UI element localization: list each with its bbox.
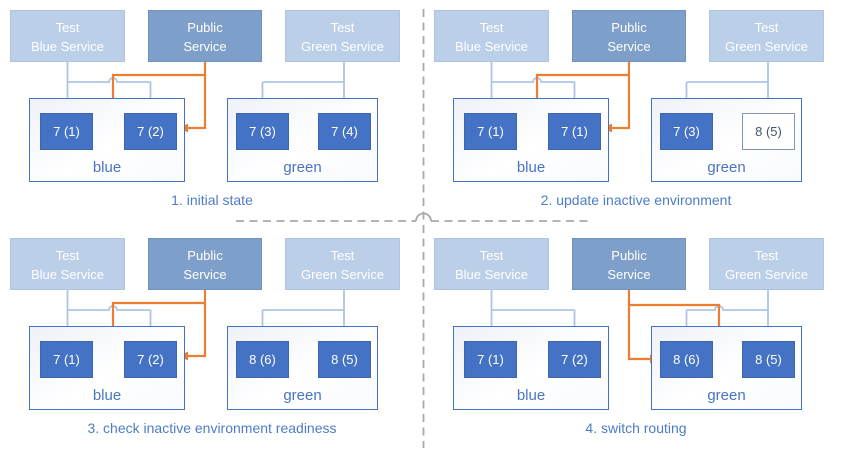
pod-blue-1: 7 (1) [464,113,517,150]
service-box-public: Public Service [572,238,686,290]
service-box-test-green: Test Green Service [709,238,824,290]
environment-label: green [283,159,322,176]
pod-blue-2: 7 (2) [124,113,177,150]
pod-blue-1: 7 (1) [464,341,517,378]
service-label-line: Service [183,267,227,282]
environment-label: blue [516,159,546,176]
service-box-public: Public Service [148,238,262,290]
panel-check-inactive-environment-readiness: Test Blue Service Public Service Test Gr… [0,228,424,456]
service-label-line: Public [187,20,223,35]
pod-green-1: 7 (3) [236,113,289,150]
service-label-line: Test [479,20,504,35]
service-label-line: Test [754,248,779,263]
pod-blue-2: 7 (1) [548,113,601,150]
service-label-line: Test [754,20,779,35]
service-box-test-blue: Test Blue Service [434,10,549,62]
environment-label: green [707,387,746,404]
service-label-line: Blue Service [31,39,104,54]
service-label-line: Public [611,248,647,263]
pod-green-2: 7 (4) [318,113,371,150]
service-label-line: Public [187,248,223,263]
service-label-line: Green Service [300,267,385,282]
panel-caption: 4. switch routing [585,420,687,436]
environment-label: green [283,387,322,404]
service-box-test-green: Test Green Service [285,238,400,290]
service-box-test-blue: Test Blue Service [10,238,125,290]
panel-switch-routing: Test Blue Service Public Service Test Gr… [424,228,848,456]
pod-green-2: 8 (5) [742,341,795,378]
service-box-test-green: Test Green Service [285,10,400,62]
environment-label: blue [516,387,546,404]
service-label-line: Service [183,39,227,54]
service-label-line: Green Service [724,39,809,54]
service-label-line: Blue Service [455,39,528,54]
service-label-line: Service [607,39,651,54]
service-label-line: Test [55,248,80,263]
service-label-line: Green Service [724,267,809,282]
pod-green-2: 8 (5) [318,341,371,378]
service-label-line: Service [607,267,651,282]
panel-update-inactive-environment: Test Blue Service Public Service Test Gr… [424,0,848,228]
pod-green-1: 8 (6) [236,341,289,378]
pod-blue-1: 7 (1) [40,113,93,150]
pod-blue-1: 7 (1) [40,341,93,378]
service-label-line: Test [55,20,80,35]
service-box-public: Public Service [148,10,262,62]
service-label-line: Green Service [300,39,385,54]
service-box-public: Public Service [572,10,686,62]
pod-green-1: 8 (6) [660,341,713,378]
service-label-line: Test [330,248,355,263]
service-label-line: Blue Service [31,267,104,282]
pod-green-1: 7 (3) [660,113,713,150]
service-box-test-green: Test Green Service [709,10,824,62]
pod-blue-2: 7 (2) [548,341,601,378]
environment-label: blue [92,159,122,176]
pod-green-2-creating: 8 (5) [742,113,795,150]
panel-caption: 1. initial state [171,192,253,208]
panel-initial-state: Test Blue Service Public Service Test Gr… [0,0,424,228]
service-label-line: Blue Service [455,267,528,282]
environment-label: blue [92,387,122,404]
panel-caption: 2. update inactive environment [540,192,732,208]
pod-blue-2: 7 (2) [124,341,177,378]
environment-label: green [707,159,746,176]
panel-caption: 3. check inactive environment readiness [87,420,337,436]
service-box-test-blue: Test Blue Service [10,10,125,62]
service-label-line: Public [611,20,647,35]
service-label-line: Test [330,20,355,35]
service-label-line: Test [479,248,504,263]
service-box-test-blue: Test Blue Service [434,238,549,290]
